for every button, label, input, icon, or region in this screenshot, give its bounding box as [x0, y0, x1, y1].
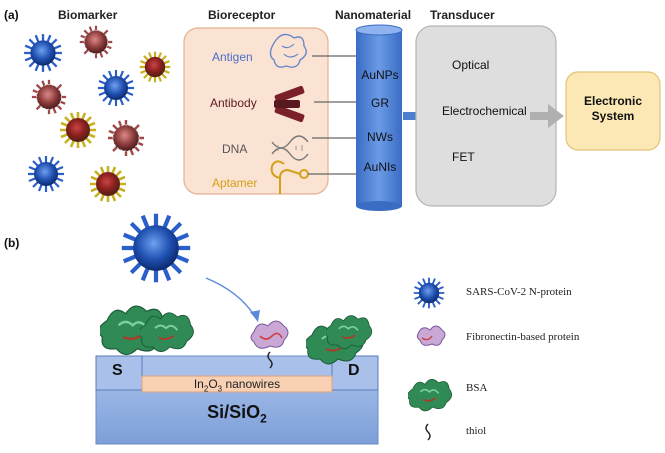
panel-b-label: (b): [4, 236, 20, 250]
bioreceptor-antigen-label: Antigen: [212, 50, 253, 64]
virus-blue-icon: [96, 68, 136, 108]
transducer-fet-label: FET: [452, 150, 475, 164]
biomarker-virus-cluster: [22, 24, 172, 204]
virus-red-icon: [78, 24, 114, 60]
channel-sub-1: 2: [203, 384, 209, 394]
header-transducer: Transducer: [430, 8, 495, 22]
virus-blue-icon: [26, 154, 66, 194]
nanomaterial-aunps-label: AuNPs: [361, 68, 399, 82]
legend-thiol-icon: [425, 423, 431, 441]
electronic-system-label: Electronic System: [566, 94, 660, 124]
substrate-sub: 2: [260, 411, 267, 426]
substrate-layer: [95, 387, 379, 445]
electronic-system-line1: Electronic: [583, 94, 643, 108]
electronic-system-line2: System: [591, 109, 635, 123]
electronic-system-box: [565, 71, 661, 151]
transducer-optical-label: Optical: [452, 58, 490, 72]
thiol-linker-icon: [267, 351, 273, 369]
legend-fibronectin-label: Fibronectin-based protein: [466, 331, 580, 343]
sars-virus-icon: [122, 214, 190, 282]
nanowire-channel-label: In2O3 nanowires: [142, 376, 332, 397]
virus-red-icon: [106, 118, 146, 158]
arrow-to-electronic-icon: [530, 104, 564, 128]
legend-sars-icon: [412, 276, 446, 310]
bioreceptor-antibody-label: Antibody: [210, 96, 257, 110]
nanomaterial-nws-label: NWs: [367, 130, 393, 144]
drain-label: D: [348, 362, 360, 379]
channel-text-mid: O: [208, 377, 218, 391]
legend-fibronectin-icon: [416, 325, 446, 346]
nanomaterial-gr-label: GR: [371, 96, 389, 110]
legend-sars-label: SARS-CoV-2 N-protein: [466, 286, 572, 298]
bioreceptor-aptamer-label: Aptamer: [212, 176, 258, 190]
header-biomarker: Biomarker: [58, 8, 118, 22]
substrate-label: Si/SiO2: [96, 402, 378, 426]
substrate-text: Si/SiO: [207, 402, 261, 422]
virus-gold-icon: [88, 164, 128, 204]
bioreceptor-dna-label: DNA: [222, 142, 248, 156]
source-electrode: [95, 355, 143, 391]
header-bioreceptor: Bioreceptor: [208, 8, 276, 22]
binding-arrow-icon: [205, 277, 257, 319]
legend-bsa-label: BSA: [466, 382, 488, 394]
nanomaterial-aunis-label: AuNIs: [363, 160, 397, 174]
legend-bsa-icon: [408, 378, 453, 412]
panel-a-label: (a): [4, 8, 19, 22]
virus-blue-icon: [22, 32, 64, 74]
channel-sub-2: 3: [217, 384, 223, 394]
source-label: S: [112, 362, 123, 379]
antigen-icon: [269, 33, 307, 68]
nanowire-channel: [141, 375, 333, 393]
channel-text-prefix: In: [193, 377, 204, 391]
dna-icon: [271, 135, 309, 161]
fibronectin-protein-icon: [250, 320, 289, 349]
antibody-icon: [274, 85, 305, 123]
transducer-electrochemical-label: Electrochemical: [442, 104, 527, 118]
bsa-protein-icon: [326, 314, 373, 350]
virus-gold-icon: [58, 110, 98, 150]
nanomaterial-cylinder: [355, 24, 403, 211]
channel-text-suffix: nanowires: [222, 377, 281, 391]
legend-thiol-label: thiol: [466, 425, 487, 437]
header-nanomaterial: Nanomaterial: [335, 8, 412, 22]
virus-red-icon: [30, 78, 68, 116]
bioreceptor-box: [183, 27, 329, 195]
virus-gold-icon: [138, 50, 172, 84]
